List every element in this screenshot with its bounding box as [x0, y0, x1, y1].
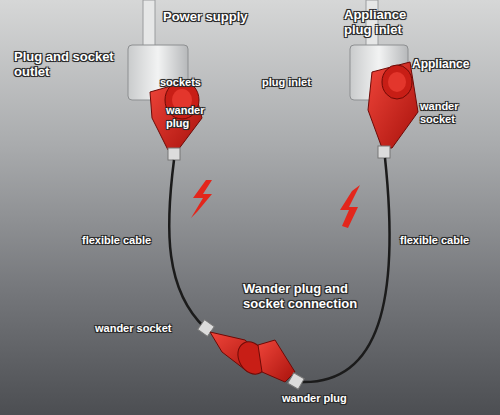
supply-cable	[143, 0, 155, 50]
wander-socket	[368, 62, 418, 158]
current-arrow	[191, 180, 212, 218]
flexible-cable	[169, 160, 205, 328]
part-label: plug inlet	[262, 76, 342, 89]
current-arrow	[340, 185, 360, 228]
part-label: flexible cable	[400, 234, 490, 247]
part-label: Appliance	[412, 58, 492, 72]
part-label: Appliance plug inlet	[344, 8, 434, 38]
part-label: wander socket	[95, 322, 195, 335]
part-label: Wander plug and socket connection	[243, 282, 358, 312]
part-label: wander plug	[166, 104, 216, 129]
part-label: wander plug	[282, 392, 382, 405]
flexible-cable	[300, 158, 390, 382]
part-label: wander socket	[420, 100, 480, 125]
part-label: Power supply	[163, 10, 273, 25]
part-label: flexible cable	[82, 234, 172, 247]
part-label: sockets	[160, 76, 220, 89]
wander-connection	[198, 320, 305, 390]
part-label: Plug and socket outlet	[14, 50, 129, 80]
